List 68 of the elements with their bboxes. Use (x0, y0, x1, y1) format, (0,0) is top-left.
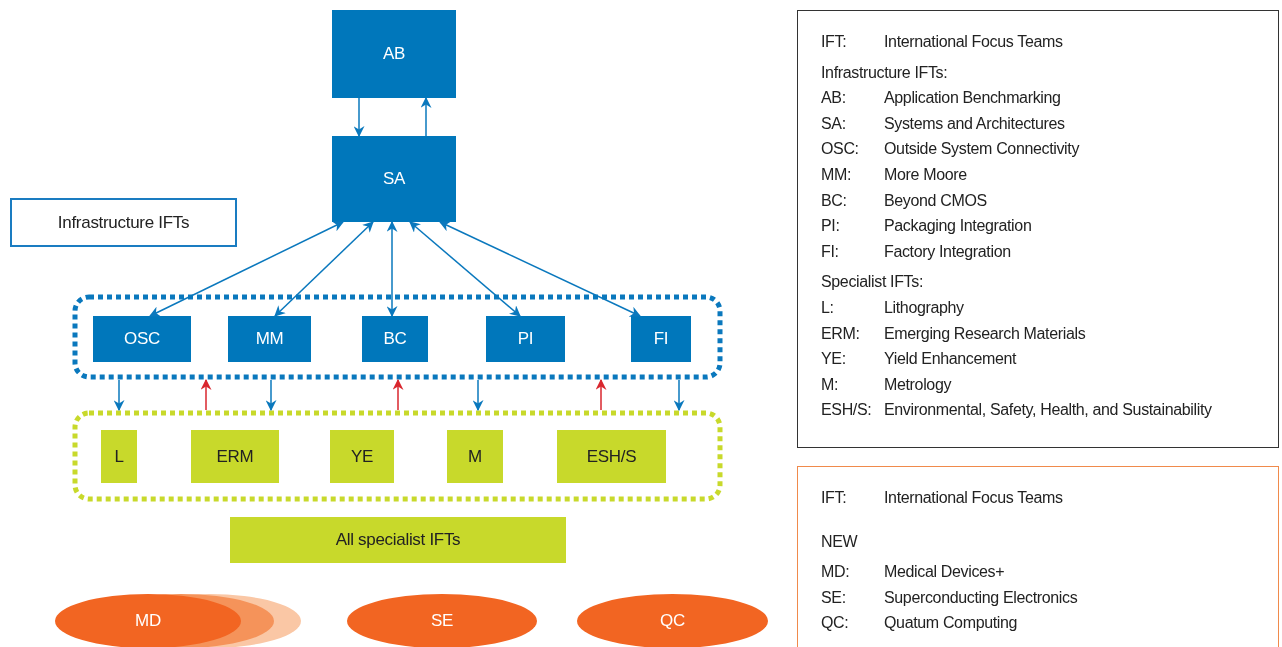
abbreviation: MM: (821, 164, 853, 185)
definition: Beyond CMOS (884, 190, 988, 211)
arrow (439, 221, 641, 317)
process-box: PI (486, 316, 565, 362)
process-box: MM (228, 316, 311, 362)
definition: More Moore (884, 164, 968, 185)
abbreviation: M: (821, 374, 840, 395)
process-box: ESH/S (557, 430, 666, 483)
definition: Factory Integration (884, 241, 1012, 262)
ellipse-label: SE (430, 611, 454, 631)
abbreviation: OSC: (821, 139, 860, 160)
definition: Systems and Architectures (884, 113, 1066, 134)
definition: International Focus Teams (884, 32, 1064, 52)
section-heading: Infrastructure IFTs: (821, 62, 949, 83)
abbreviation: ESH/S: (821, 400, 873, 421)
section-heading: NEW (821, 531, 859, 552)
abbreviation: FI: (821, 241, 840, 262)
abbreviation: MD: (821, 562, 851, 583)
abbreviation: IFT: (821, 488, 848, 508)
arrow (353, 97, 365, 138)
ellipse-label: QC (660, 611, 685, 631)
process-box: All specialist IFTs (230, 517, 566, 563)
arrow (200, 378, 212, 411)
arrow (386, 220, 398, 318)
abbreviation: IFT: (821, 32, 848, 52)
definition: Yield Enhancement (884, 349, 1018, 370)
abbreviation: YE: (821, 349, 847, 370)
section-heading: Specialist IFTs: (821, 272, 924, 293)
arrow (673, 379, 685, 412)
definition: Application Benchmarking (884, 88, 1062, 109)
arrow (265, 379, 277, 412)
process-box: SA (332, 136, 456, 222)
definition: Quatum Computing (884, 613, 1019, 634)
abbreviation: SA: (821, 113, 847, 134)
definition: International Focus Teams (884, 488, 1064, 508)
ellipse-label: MD (135, 611, 161, 631)
process-box: FI (631, 316, 691, 362)
abbreviation: SE: (821, 587, 847, 608)
process-box: M (447, 430, 503, 483)
abbreviation: L: (821, 297, 835, 318)
definition: Environmental, Safety, Health, and Sustainability (884, 400, 1212, 421)
abbreviation: PI: (821, 216, 841, 237)
arrow (113, 379, 125, 412)
arrow (472, 379, 484, 412)
abbreviation: BC: (821, 190, 848, 211)
arrow (595, 378, 607, 411)
arrow (392, 378, 404, 411)
process-box: BC (362, 316, 428, 362)
arrow (409, 221, 521, 317)
process-box: ERM (191, 430, 279, 483)
definition: Medical Devices+ (884, 562, 1006, 583)
definition: Metrology (884, 374, 953, 395)
definition: Lithography (884, 297, 965, 318)
arrow (149, 221, 344, 317)
arrow (274, 221, 374, 317)
definition: Outside System Connectivity (884, 139, 1081, 160)
definition: Packaging Integration (884, 216, 1033, 237)
process-box: AB (332, 10, 456, 98)
arrow (420, 96, 432, 137)
definition: Emerging Research Materials (884, 323, 1087, 344)
process-box: OSC (93, 316, 191, 362)
label-box: Infrastructure IFTs (10, 198, 237, 247)
process-box: L (101, 430, 137, 483)
abbreviation: QC: (821, 613, 850, 634)
definition: Superconducting Electronics (884, 587, 1078, 608)
process-box: YE (330, 430, 394, 483)
abbreviation: AB: (821, 88, 847, 109)
abbreviation: ERM: (821, 323, 861, 344)
